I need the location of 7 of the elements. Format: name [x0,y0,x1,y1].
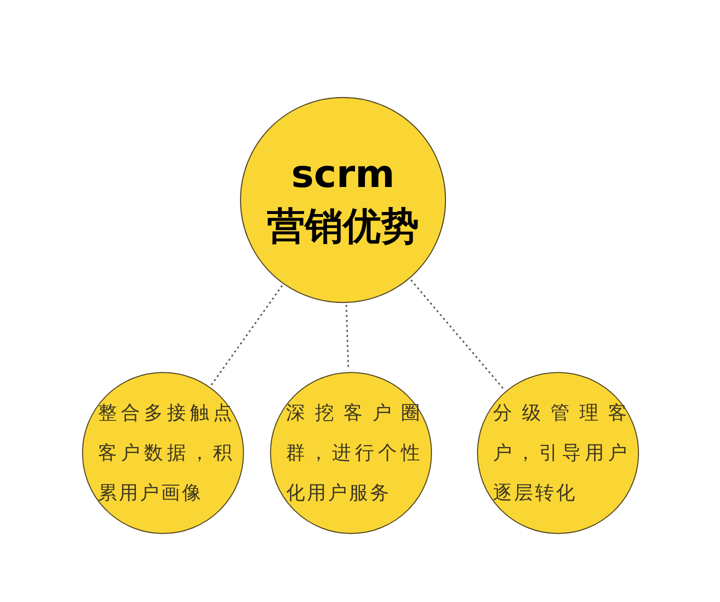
circle-text: 分级管理客户，引导用户逐层转化 [493,401,629,506]
dotted-line [210,285,283,386]
circle-text: 整合多接触点客户数据，积累用户画像 [98,401,234,506]
dotted-line [410,280,505,390]
circle-title: scrm [291,151,395,198]
circle-text: 深挖客户圈群，进行个性化用户服务 [286,401,422,506]
circle-title: 营销优势 [267,203,419,250]
